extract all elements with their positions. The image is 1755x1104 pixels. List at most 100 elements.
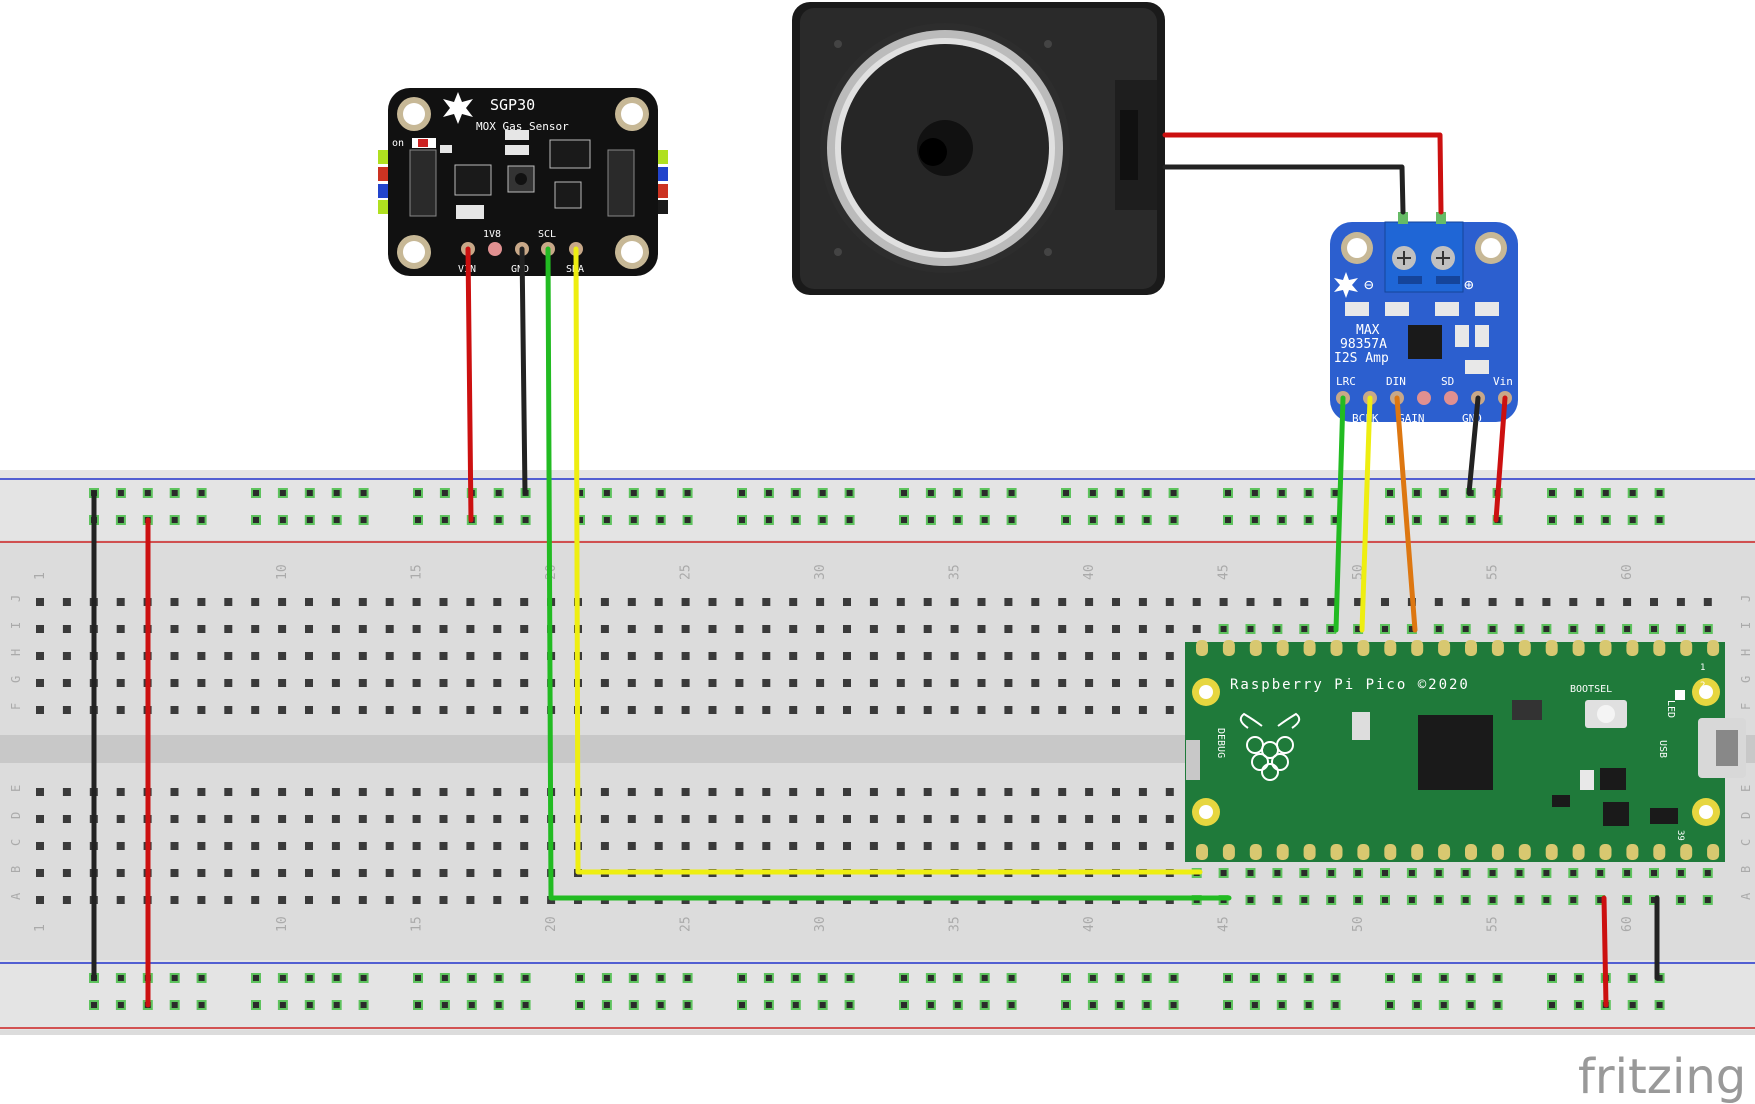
breadboard-hole[interactable] xyxy=(1138,815,1147,823)
breadboard-hole[interactable] xyxy=(869,598,878,606)
breadboard-hole[interactable] xyxy=(735,679,744,687)
breadboard-hole[interactable] xyxy=(1327,598,1336,606)
breadboard-hole[interactable] xyxy=(896,706,905,714)
breadboard-hole[interactable] xyxy=(681,815,690,823)
breadboard-hole[interactable] xyxy=(843,598,851,606)
breadboard-hole[interactable] xyxy=(1595,868,1606,878)
breadboard-hole[interactable] xyxy=(681,706,690,714)
power-rail-hole[interactable] xyxy=(1141,488,1152,498)
breadboard-hole[interactable] xyxy=(439,815,448,823)
breadboard-hole[interactable] xyxy=(62,652,71,660)
breadboard-hole[interactable] xyxy=(197,706,206,714)
breadboard-hole[interactable] xyxy=(1487,868,1498,878)
breadboard-hole[interactable] xyxy=(923,679,932,687)
breadboard-hole[interactable] xyxy=(762,625,771,633)
breadboard-hole[interactable] xyxy=(439,598,448,606)
breadboard-hole[interactable] xyxy=(278,869,287,877)
breadboard-hole[interactable] xyxy=(466,815,475,823)
breadboard-hole[interactable] xyxy=(224,652,233,660)
breadboard-hole[interactable] xyxy=(789,842,798,850)
breadboard-hole[interactable] xyxy=(1058,625,1067,633)
power-rail-hole[interactable] xyxy=(1276,515,1287,525)
breadboard-hole[interactable] xyxy=(654,652,663,660)
breadboard-hole[interactable] xyxy=(654,625,663,633)
breadboard-hole[interactable] xyxy=(305,788,313,796)
breadboard-hole[interactable] xyxy=(654,706,663,714)
power-rail-hole[interactable] xyxy=(1573,488,1584,498)
breadboard-hole[interactable] xyxy=(789,788,798,796)
breadboard-hole[interactable] xyxy=(1487,624,1498,634)
breadboard-hole[interactable] xyxy=(224,815,233,823)
power-rail-hole[interactable] xyxy=(817,973,828,983)
breadboard-hole[interactable] xyxy=(950,652,959,660)
breadboard-hole[interactable] xyxy=(331,652,340,660)
power-rail-hole[interactable] xyxy=(277,488,288,498)
power-rail-hole[interactable] xyxy=(196,1000,207,1010)
breadboard-hole[interactable] xyxy=(923,598,932,606)
power-rail-hole[interactable] xyxy=(331,515,342,525)
power-rail-hole[interactable] xyxy=(1330,973,1341,983)
breadboard-hole[interactable] xyxy=(1138,598,1147,606)
breadboard-hole[interactable] xyxy=(1245,624,1256,634)
power-rail-hole[interactable] xyxy=(358,973,369,983)
breadboard-hole[interactable] xyxy=(1622,868,1633,878)
breadboard-hole[interactable] xyxy=(1004,625,1013,633)
breadboard-hole[interactable] xyxy=(654,679,663,687)
power-rail-hole[interactable] xyxy=(655,515,666,525)
power-rail-hole[interactable] xyxy=(979,1000,990,1010)
breadboard-hole[interactable] xyxy=(735,652,744,660)
power-rail-hole[interactable] xyxy=(277,973,288,983)
breadboard-hole[interactable] xyxy=(305,706,313,714)
breadboard-hole[interactable] xyxy=(869,788,878,796)
power-rail-hole[interactable] xyxy=(1492,1000,1503,1010)
breadboard-hole[interactable] xyxy=(627,598,636,606)
breadboard-hole[interactable] xyxy=(412,652,421,660)
breadboard-hole[interactable] xyxy=(358,652,367,660)
power-rail-hole[interactable] xyxy=(1385,515,1395,525)
breadboard-hole[interactable] xyxy=(1165,815,1174,823)
breadboard-hole[interactable] xyxy=(170,788,179,796)
power-rail-hole[interactable] xyxy=(1249,1000,1260,1010)
breadboard-hole[interactable] xyxy=(1542,598,1551,606)
breadboard-hole[interactable] xyxy=(385,788,394,796)
breadboard-hole[interactable] xyxy=(977,598,986,606)
breadboard-hole[interactable] xyxy=(1031,598,1040,606)
power-rail-hole[interactable] xyxy=(899,488,909,498)
breadboard-hole[interactable] xyxy=(36,815,44,823)
power-rail-hole[interactable] xyxy=(304,973,315,983)
breadboard-hole[interactable] xyxy=(869,706,878,714)
breadboard-hole[interactable] xyxy=(762,598,771,606)
breadboard-hole[interactable] xyxy=(1004,652,1013,660)
breadboard-hole[interactable] xyxy=(627,706,636,714)
breadboard-hole[interactable] xyxy=(681,788,690,796)
power-rail-hole[interactable] xyxy=(169,1000,180,1010)
breadboard-hole[interactable] xyxy=(278,842,287,850)
breadboard-hole[interactable] xyxy=(1245,868,1256,878)
breadboard-hole[interactable] xyxy=(197,598,206,606)
power-rail-hole[interactable] xyxy=(1061,515,1071,525)
power-rail-hole[interactable] xyxy=(979,488,990,498)
power-rail-hole[interactable] xyxy=(1006,1000,1017,1010)
breadboard-hole[interactable] xyxy=(1165,652,1174,660)
breadboard-hole[interactable] xyxy=(1085,598,1094,606)
breadboard-hole[interactable] xyxy=(278,896,287,904)
breadboard-hole[interactable] xyxy=(1112,706,1120,714)
breadboard-hole[interactable] xyxy=(1031,679,1040,687)
power-rail-hole[interactable] xyxy=(1223,1000,1233,1010)
breadboard-hole[interactable] xyxy=(1085,625,1094,633)
breadboard-hole[interactable] xyxy=(816,842,825,850)
breadboard-hole[interactable] xyxy=(789,706,798,714)
breadboard-hole[interactable] xyxy=(762,842,771,850)
power-rail-hole[interactable] xyxy=(1303,515,1314,525)
breadboard-hole[interactable] xyxy=(358,788,367,796)
breadboard-hole[interactable] xyxy=(1245,895,1256,905)
power-rail-hole[interactable] xyxy=(1087,515,1098,525)
breadboard-hole[interactable] xyxy=(520,652,529,660)
breadboard-hole[interactable] xyxy=(493,625,502,633)
power-rail-hole[interactable] xyxy=(115,1000,126,1010)
breadboard-hole[interactable] xyxy=(466,896,475,904)
breadboard-hole[interactable] xyxy=(789,815,798,823)
breadboard-hole[interactable] xyxy=(520,598,529,606)
power-rail-hole[interactable] xyxy=(1168,515,1179,525)
power-rail-hole[interactable] xyxy=(682,973,693,983)
